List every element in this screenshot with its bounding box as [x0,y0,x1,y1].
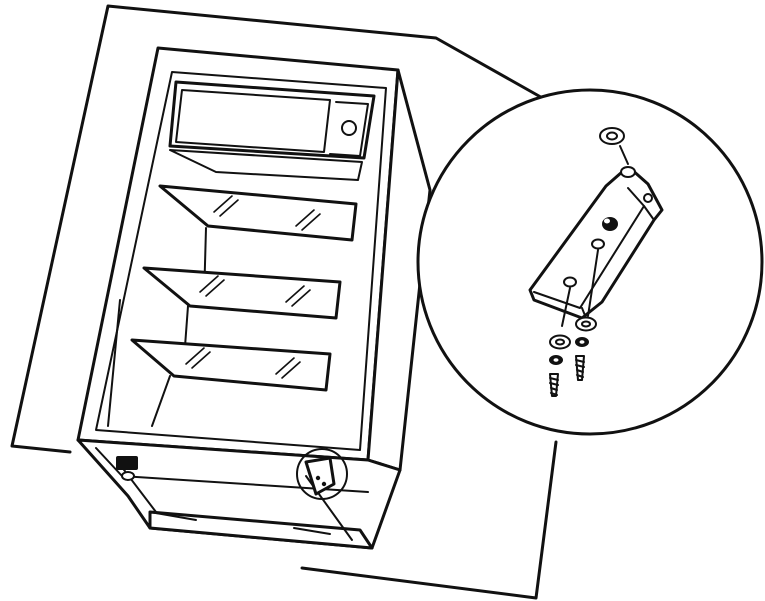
hinge-detail-callout [416,88,764,436]
glass-shelf-top [158,184,358,301]
right-washers [575,316,597,347]
bottom-hinge [304,456,336,496]
glass-shelf-bottom [130,338,332,427]
freezer-compartment [168,80,376,181]
hinge-callout-circle-small [296,448,348,500]
left-washers [549,334,571,365]
top-washer [599,127,629,165]
door-panel-outline [10,4,558,600]
left-screw-icon [549,373,559,397]
hinge-bracket [528,166,664,320]
right-screw-icon [575,355,585,381]
hinge-pin-hole-icon [602,217,618,231]
freezer-knob-icon [341,120,357,136]
